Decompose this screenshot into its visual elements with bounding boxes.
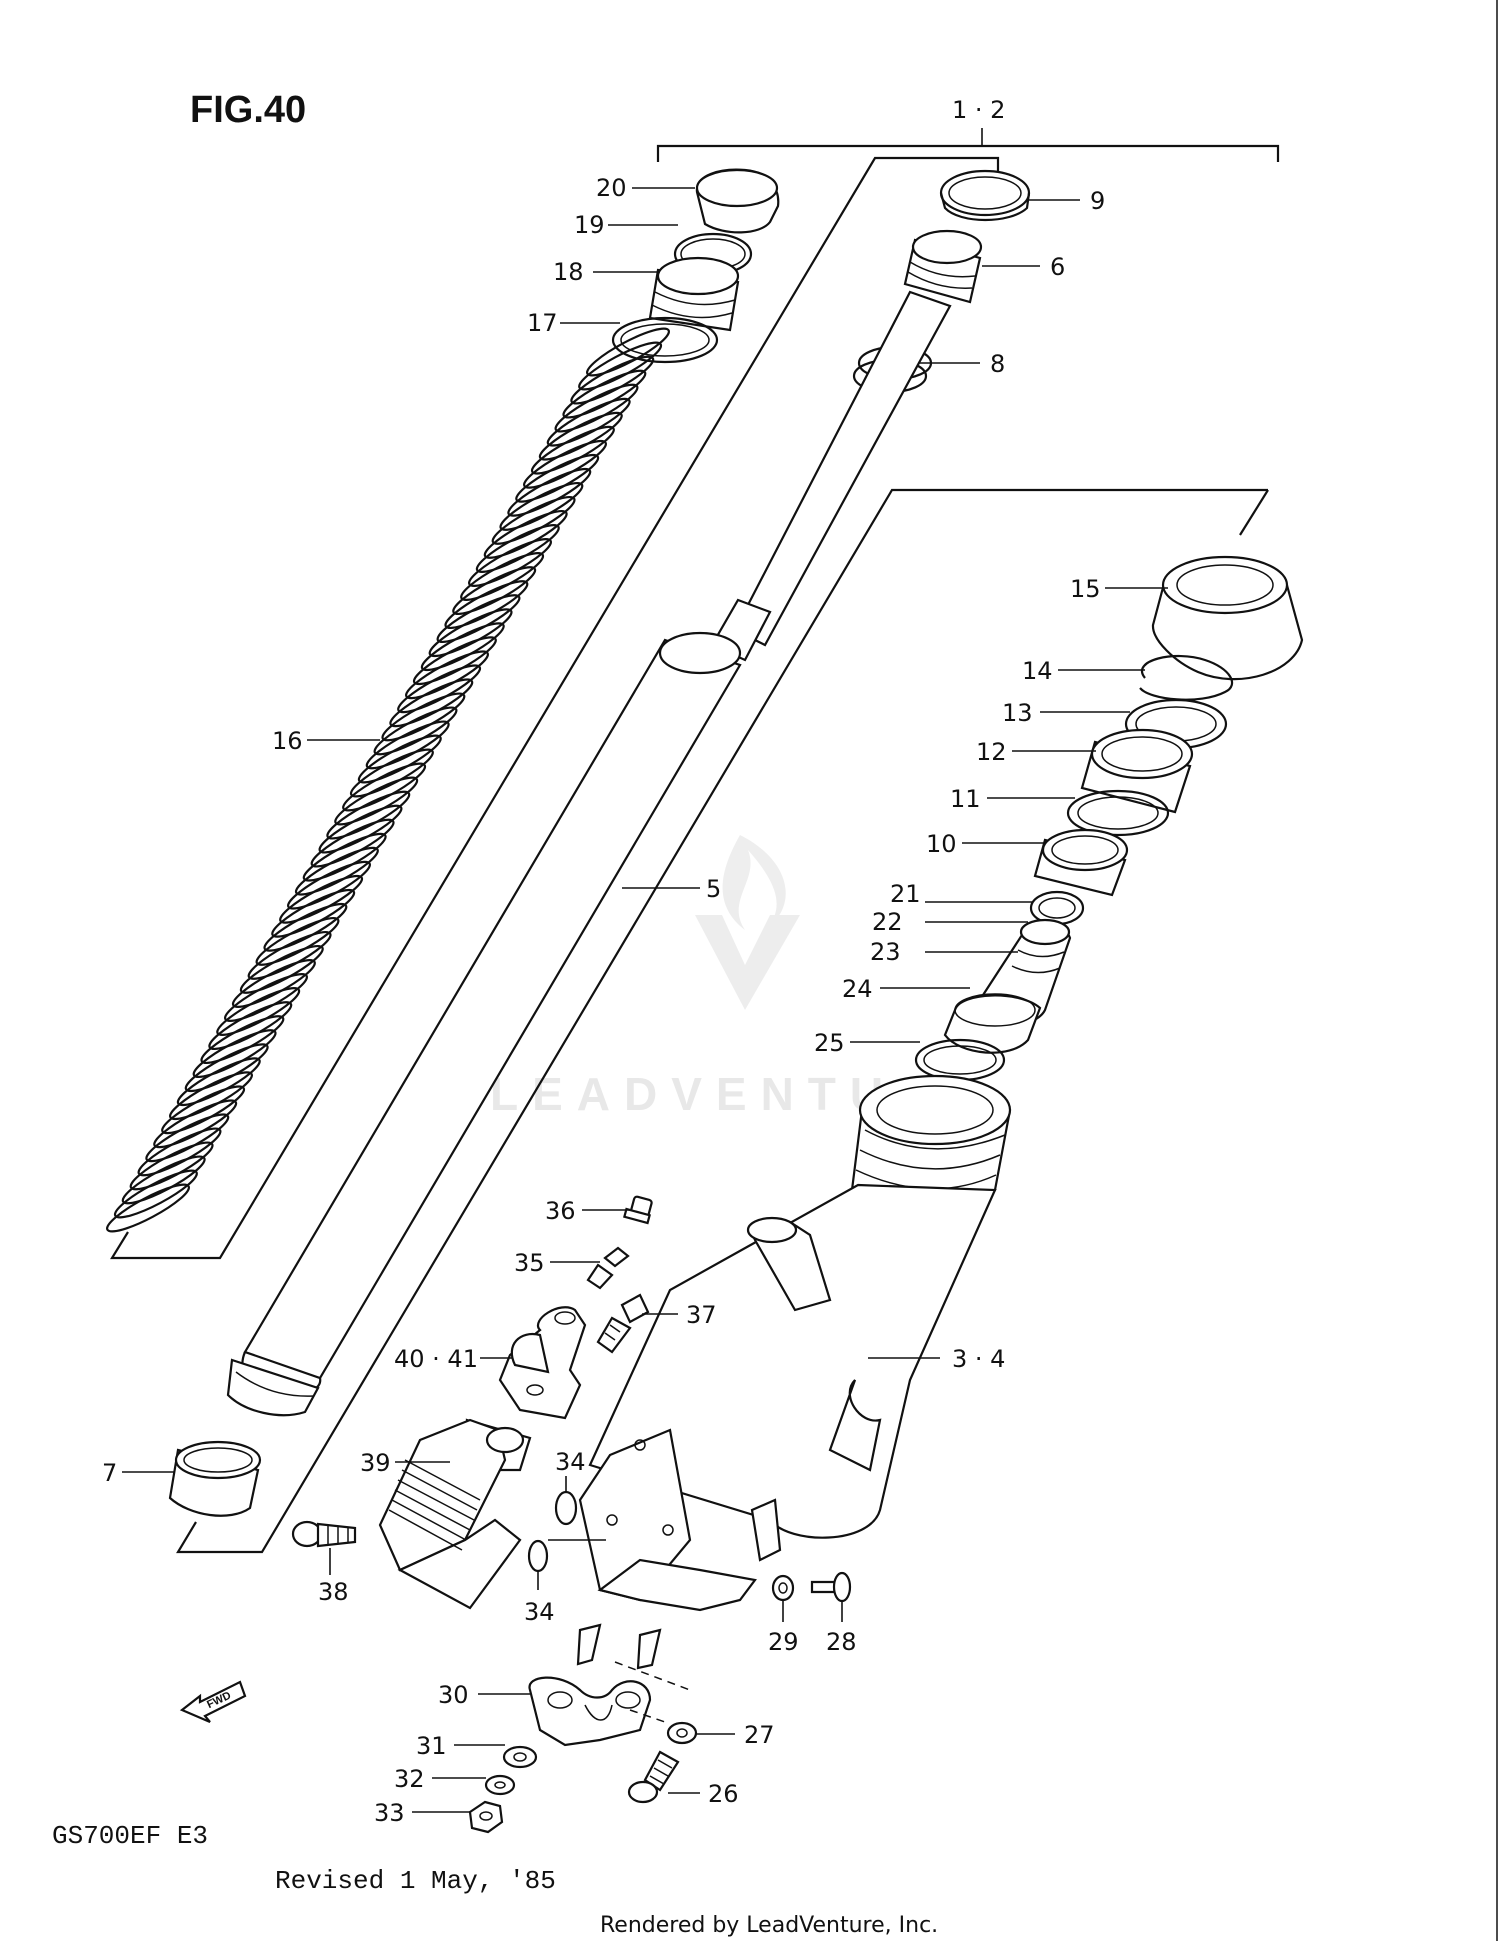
callout-36: 36	[545, 1197, 576, 1225]
callout-5: 5	[706, 875, 721, 903]
outer-tube-group-bracket	[176, 488, 1269, 1554]
damper-rod	[710, 290, 952, 662]
bushing-10	[1033, 828, 1129, 897]
callout-12: 12	[976, 738, 1007, 766]
callout-31: 31	[416, 1732, 447, 1760]
callout-13: 13	[1002, 699, 1033, 727]
callout-37: 37	[686, 1301, 717, 1329]
leader-lines	[122, 187, 1168, 1813]
callout-26: 26	[708, 1780, 739, 1808]
callout-34-upper: 34	[555, 1448, 586, 1476]
callout-22: 22	[872, 908, 903, 936]
callout-34-lower: 34	[524, 1598, 555, 1626]
washer-27	[666, 1721, 698, 1745]
guide-dash-27	[629, 1709, 666, 1723]
callout-6: 6	[1050, 253, 1065, 281]
outer-fork-tube-3-4	[576, 1074, 1012, 1670]
oil-seal-12	[1080, 728, 1194, 814]
callout-10: 10	[926, 830, 957, 858]
callout-35: 35	[514, 1249, 545, 1277]
callout-32: 32	[394, 1765, 425, 1793]
callout-14: 14	[1022, 657, 1053, 685]
callout-33: 33	[374, 1799, 405, 1827]
callout-38: 38	[318, 1578, 349, 1606]
model-code: GS700EF E3	[52, 1821, 208, 1851]
bolt-28	[810, 1571, 852, 1603]
figure-title: FIG.40	[190, 89, 306, 131]
fork-spring-16	[106, 327, 670, 1233]
oil-lock-piece-22-24	[943, 918, 1072, 1054]
spring-group-bracket	[110, 156, 1000, 1260]
cap-20	[695, 168, 780, 234]
lock-washer-32	[484, 1774, 516, 1796]
bolt-38	[291, 1520, 357, 1548]
callout-24: 24	[842, 975, 873, 1003]
callout-25: 25	[814, 1029, 845, 1057]
washer-17	[611, 316, 719, 364]
callout-11: 11	[950, 785, 981, 813]
washer-11	[1066, 789, 1170, 837]
collar-18	[648, 256, 740, 332]
callout-3-4: 3 · 4	[952, 1345, 1005, 1373]
spring-coil	[113, 1169, 198, 1219]
callout-21: 21	[890, 880, 921, 908]
fwd-arrow: FWD	[179, 1680, 247, 1724]
callout-18: 18	[553, 258, 584, 286]
clamp-40-41	[498, 1306, 587, 1420]
callout-30: 30	[438, 1681, 469, 1709]
callout-23: 23	[870, 938, 901, 966]
screw-35	[586, 1246, 630, 1290]
callout-17: 17	[527, 309, 558, 337]
callout-1-2: 1 · 2	[952, 96, 1005, 124]
axle-holder-30	[528, 1676, 652, 1747]
callout-28: 28	[826, 1628, 857, 1656]
washer-29	[771, 1574, 795, 1602]
bolt-26	[627, 1750, 680, 1804]
dust-seal-15	[1151, 555, 1304, 681]
bolt-36	[623, 1195, 653, 1225]
render-credit: Rendered by LeadVenture, Inc.	[600, 1913, 938, 1938]
screw-37	[596, 1293, 650, 1354]
assembly-bracket-1-2	[656, 128, 1280, 162]
revision-note: Revised 1 May, '85	[275, 1866, 556, 1896]
o-ring-34-b	[527, 1539, 549, 1573]
callout-16: 16	[272, 727, 303, 755]
o-ring-34-a	[554, 1490, 578, 1526]
ring-25	[914, 1038, 1006, 1082]
callout-7: 7	[102, 1459, 117, 1487]
callout-39: 39	[360, 1449, 391, 1477]
callout-29: 29	[768, 1628, 799, 1656]
callout-40-41: 40 · 41	[394, 1345, 478, 1373]
callout-27: 27	[744, 1721, 775, 1749]
callout-15: 15	[1070, 575, 1101, 603]
bushing-6	[903, 229, 983, 304]
bracket-39	[378, 1418, 532, 1610]
ring-21	[1029, 890, 1085, 926]
bushing-7	[168, 1440, 262, 1517]
ring-9	[939, 169, 1031, 222]
inner-fork-tube-5	[226, 631, 742, 1417]
spring-coil	[106, 1183, 190, 1233]
washer-31	[502, 1745, 538, 1769]
callout-9: 9	[1090, 187, 1105, 215]
callout-8: 8	[990, 350, 1005, 378]
callout-19: 19	[574, 211, 605, 239]
callout-20: 20	[596, 174, 627, 202]
nut-33	[468, 1800, 504, 1834]
